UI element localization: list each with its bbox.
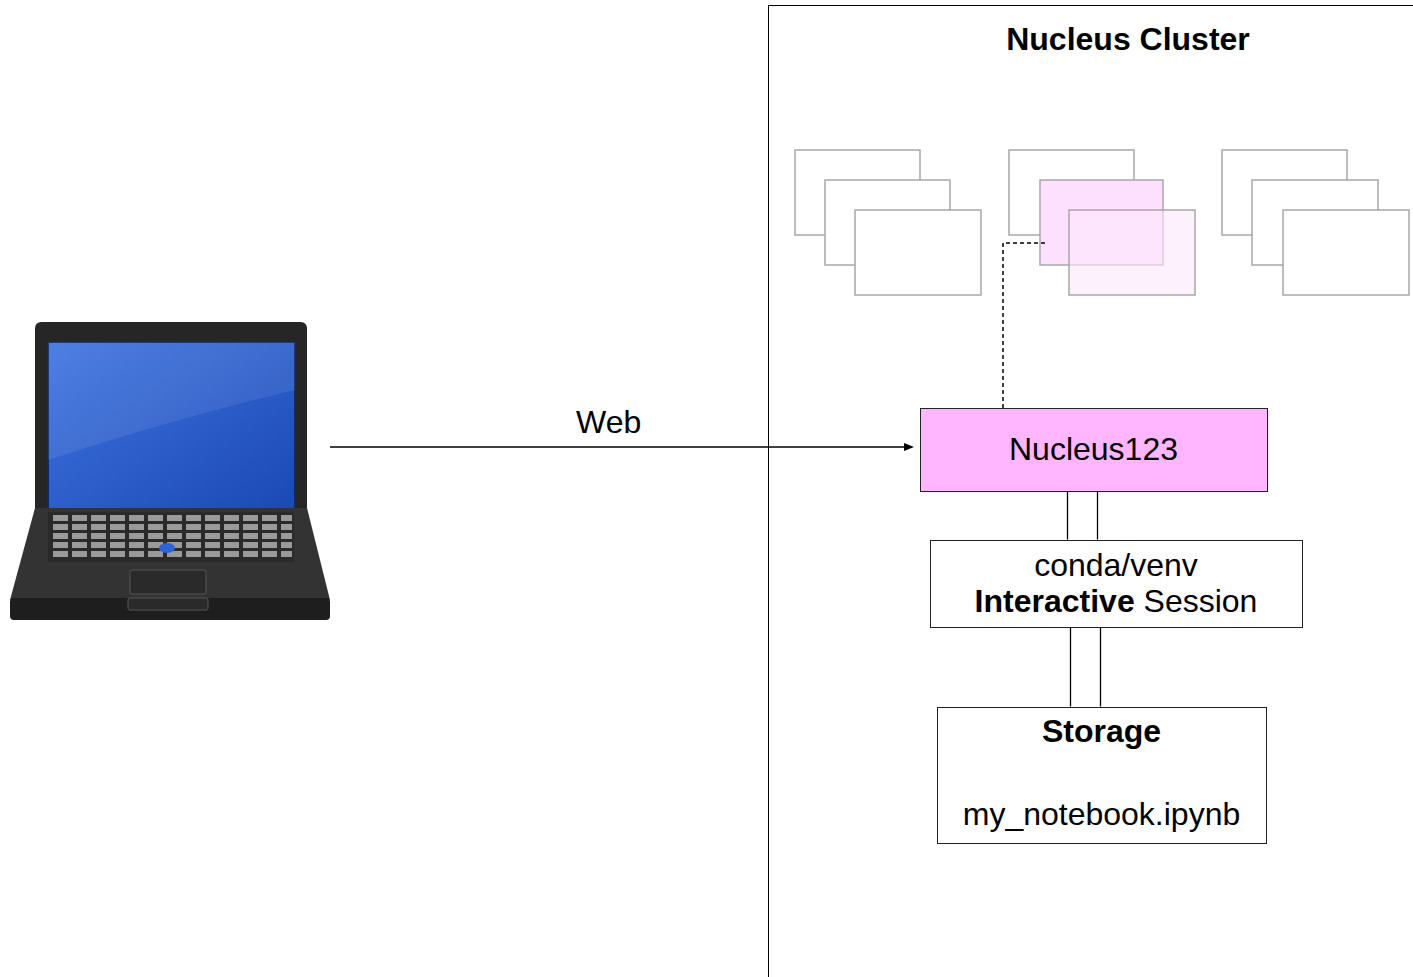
storage-box: Storage my_notebook.ipynb <box>937 707 1267 844</box>
link-label: Web <box>573 405 644 440</box>
node-text: Nucleus123 <box>1009 432 1178 468</box>
node-text: conda/venv <box>1034 548 1198 584</box>
double-link <box>1071 628 1101 707</box>
node-text: Storage <box>1042 714 1161 750</box>
link-line <box>1067 492 1068 540</box>
laptop-icon <box>10 322 330 620</box>
machine-stack <box>1009 150 1195 295</box>
process-box: Nucleus123 <box>920 408 1268 492</box>
node-text: Interactive Session <box>975 584 1258 620</box>
node-text: my_notebook.ipynb <box>963 797 1241 833</box>
arrow-head <box>904 443 914 451</box>
web-link <box>330 446 906 447</box>
dashed-leader <box>1003 243 1047 408</box>
double-link <box>1068 492 1098 540</box>
link-line <box>1070 628 1071 707</box>
link-line <box>1097 492 1098 540</box>
cluster-region: Nucleus ClusterNucleus123 conda/venvInter… <box>768 5 1413 977</box>
machine-stack <box>1222 150 1409 295</box>
machine-stack <box>795 150 981 295</box>
session-box: conda/venvInteractive Session <box>930 540 1303 628</box>
link-line <box>1100 628 1101 707</box>
node-text: Nucleus Cluster <box>1006 22 1250 58</box>
